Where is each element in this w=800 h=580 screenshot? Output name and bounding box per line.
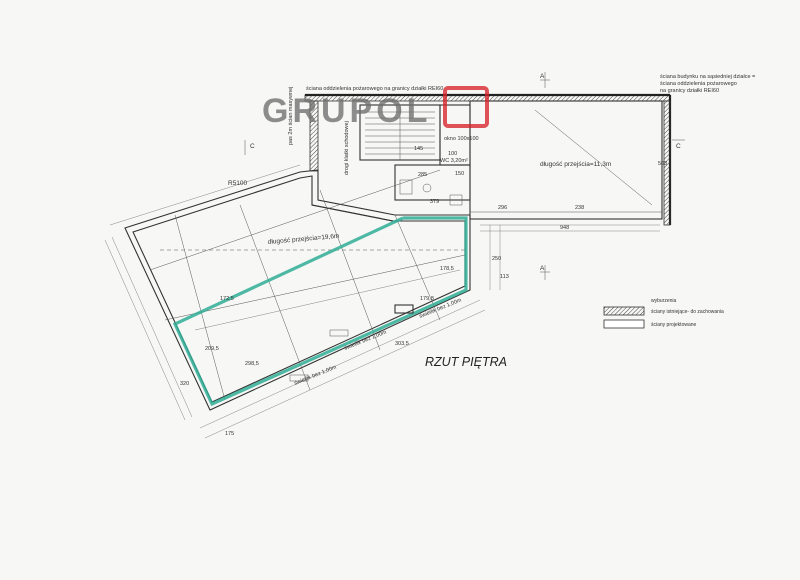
plan-title: RZUT PIĘTRA — [425, 355, 507, 369]
left-room — [124, 169, 471, 411]
legend-title: wyburzenia — [651, 298, 677, 304]
logo-text: GRUPOL — [262, 92, 431, 130]
dim-150: 150 — [455, 171, 464, 177]
dim-175: 175 — [225, 431, 234, 437]
dim-503: 503 — [658, 161, 667, 167]
section-mark-c-left: C — [250, 143, 255, 150]
legend-swatch-designed — [603, 319, 645, 329]
dim-209-5: 209,5 — [205, 346, 219, 352]
label-wc: WC 3,20m² — [440, 158, 468, 164]
legend-designed: ściany projektowane — [651, 322, 697, 328]
note-right-3: na granicy działki REI60 — [660, 88, 719, 94]
dimension-values: 296 238 948 379 150 285 100 145 178,5 17… — [180, 146, 667, 437]
dim-298-5: 298,5 — [245, 361, 259, 367]
dim-145: 145 — [414, 146, 423, 152]
dim-113: 113 — [500, 274, 509, 280]
section-markers: A A C C — [244, 72, 685, 280]
note-fire-wall-left: ściana oddzielenia pożarowego na granicy… — [306, 86, 443, 92]
label-length-right: długość przejścia=11,3m — [540, 161, 611, 168]
dim-285: 285 — [418, 172, 427, 178]
dim-178-5: 178,5 — [440, 266, 454, 272]
dim-948: 948 — [560, 225, 569, 231]
section-mark-a-top: A — [540, 73, 545, 80]
dim-179-8: 179,8 — [420, 296, 434, 302]
dim-172-5: 172,5 — [220, 296, 234, 302]
highlighted-area-outline — [172, 216, 468, 407]
dim-320: 320 — [180, 381, 189, 387]
legend: wyburzenia ściany istniejące- do zachowa… — [603, 298, 724, 329]
label-skylight: okno 100x100 — [444, 136, 479, 142]
legend-existing: ściany istniejące- do zachowania — [651, 309, 724, 315]
section-mark-a-bottom: A — [540, 265, 545, 272]
dim-238: 238 — [575, 205, 584, 211]
structural-lines — [149, 169, 466, 401]
label-stairs: drogi klatki schodowej — [344, 121, 350, 175]
section-mark-c-right: C — [676, 143, 681, 150]
logo-red-mark — [443, 86, 489, 128]
label-r5100: R5100 — [228, 180, 248, 187]
grupol-logo: GRUPOL — [262, 86, 489, 130]
bottom-windows — [289, 304, 414, 382]
dim-250: 250 — [492, 256, 501, 262]
dimension-lines — [104, 164, 501, 439]
note-right-2: ściana oddzielenia pożarowego — [660, 81, 737, 87]
legend-swatch-existing — [603, 306, 645, 316]
note-right-1: ściana budynku na sąsiedniej działce = — [660, 74, 755, 80]
label-length-left: długość przejścia=19,6m — [268, 233, 340, 246]
dim-296: 296 — [498, 205, 507, 211]
label-window-3: świetlik bez 1,00m — [294, 364, 338, 387]
dim-379: 379 — [430, 199, 439, 205]
dim-100: 100 — [448, 151, 457, 157]
dim-303-5: 303,5 — [395, 341, 409, 347]
label-pas: pas 2m ścian masywnej — [288, 87, 294, 145]
stair-core — [309, 100, 471, 206]
